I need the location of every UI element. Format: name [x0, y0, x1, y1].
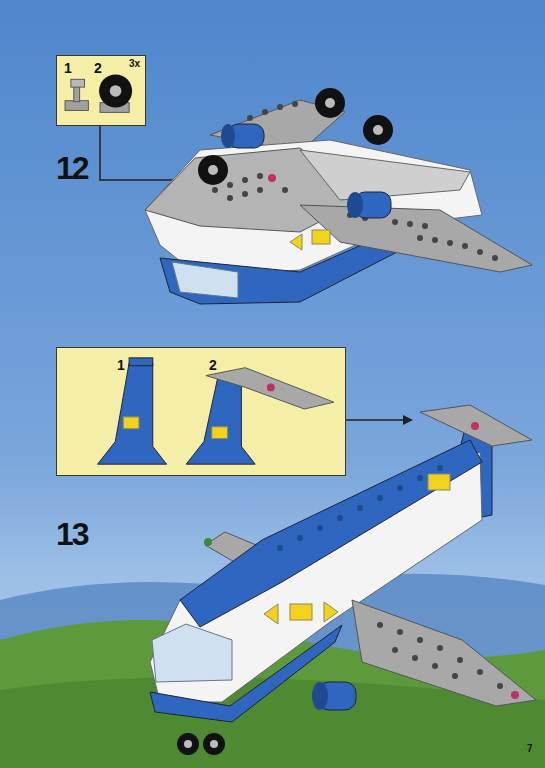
part-illustration	[57, 348, 345, 475]
callout-panel: 12	[56, 347, 346, 476]
callout-number: 2	[94, 61, 102, 75]
callout-number: 3x	[129, 59, 140, 69]
callout-number: 2	[209, 358, 217, 372]
callout-number: 1	[64, 61, 72, 75]
step-number: 13	[56, 518, 88, 550]
callout-panel: 1 2 3x	[56, 55, 146, 126]
plane-step-12	[145, 88, 532, 304]
page-number: 7	[527, 744, 533, 754]
callout-number: 1	[117, 358, 125, 372]
step-number: 12	[56, 152, 88, 184]
